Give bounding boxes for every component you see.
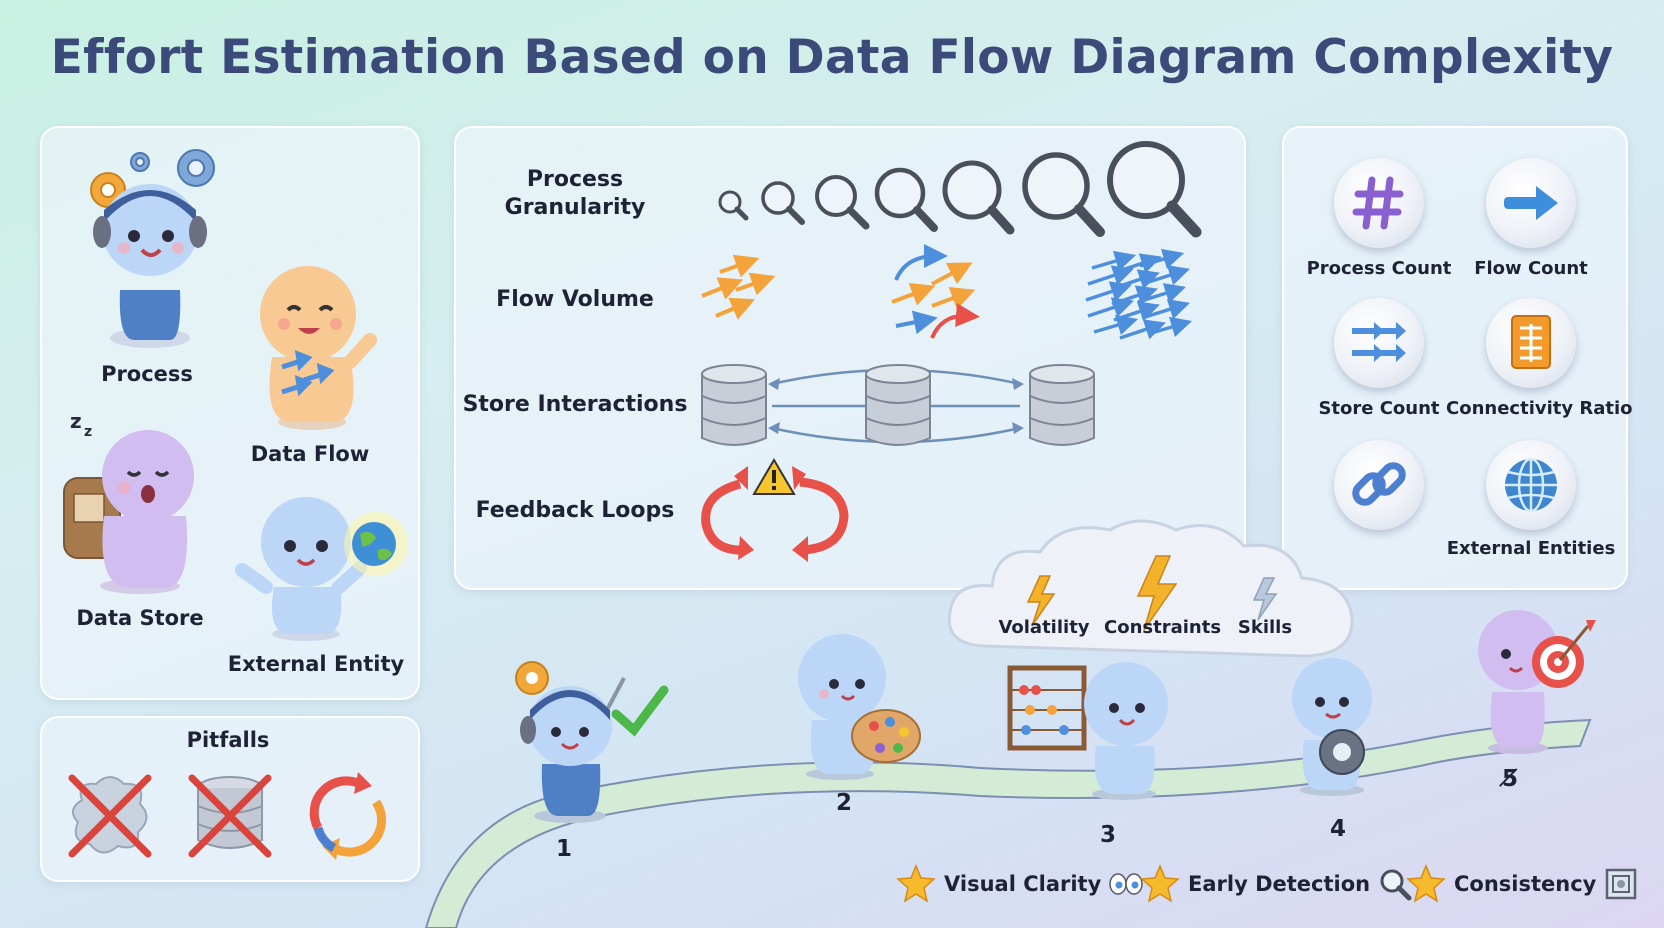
benefit-label: Visual Clarity bbox=[944, 872, 1102, 896]
external-entity-character bbox=[235, 497, 408, 641]
lightning-icon bbox=[1252, 577, 1278, 621]
step-2: 2 bbox=[836, 790, 853, 816]
step4-character bbox=[1292, 658, 1372, 796]
magnifier-icon bbox=[1380, 869, 1412, 901]
pitfall-cross-cloud-icon bbox=[68, 774, 152, 858]
database-icon bbox=[1029, 364, 1095, 446]
benefit-visual-clarity: Visual Clarity bbox=[896, 864, 1144, 904]
benefit-label: Consistency bbox=[1454, 872, 1597, 896]
page-title: Effort Estimation Based on Data Flow Dia… bbox=[50, 30, 1614, 85]
flow-volume-arrows bbox=[701, 244, 1193, 340]
globe-icon bbox=[352, 522, 396, 566]
globe-icon bbox=[1505, 457, 1557, 513]
constraints-label: Constraints bbox=[1104, 617, 1222, 638]
process-label: Process bbox=[101, 362, 193, 386]
process-granularity-label: Process Granularity bbox=[460, 166, 690, 222]
star-icon bbox=[1406, 864, 1446, 903]
benefit-label: Early Detection bbox=[1188, 872, 1371, 896]
benefit-consistency: Consistency bbox=[1406, 864, 1638, 904]
warning-icon bbox=[752, 458, 796, 495]
arrow-right-icon bbox=[1504, 186, 1558, 220]
step-3: 3 bbox=[1100, 822, 1117, 848]
external-entities-badge bbox=[1486, 440, 1576, 530]
process-character bbox=[90, 149, 215, 348]
flow-count-label: Flow Count bbox=[1474, 258, 1588, 279]
data-store-label: Data Store bbox=[76, 606, 204, 630]
volatility-label: Volatility bbox=[998, 617, 1090, 638]
abacus-icon bbox=[1007, 665, 1087, 751]
skills-label: Skills bbox=[1237, 617, 1293, 638]
pitfall-cross-database-icon bbox=[188, 774, 272, 858]
connectivity-ratio-label: Connectivity Ratio bbox=[1446, 398, 1633, 419]
external-entity-label: External Entity bbox=[227, 652, 405, 676]
lightning-icon bbox=[1136, 555, 1178, 631]
hash-icon bbox=[1352, 176, 1404, 230]
label-line2: Granularity bbox=[504, 195, 646, 220]
label-line1: Process bbox=[526, 167, 624, 192]
step5-character bbox=[1478, 610, 1596, 754]
feedback-loops-label: Feedback Loops bbox=[475, 498, 675, 523]
arrows-high-icon bbox=[1085, 248, 1193, 340]
store-interactions-diagram bbox=[701, 364, 1095, 446]
step3-character bbox=[1007, 662, 1168, 800]
chain-link-icon bbox=[1352, 462, 1406, 506]
document-icon bbox=[1511, 315, 1551, 369]
star-icon bbox=[1140, 864, 1180, 903]
magnifier-icon bbox=[1107, 141, 1202, 238]
arrows-low-icon bbox=[701, 254, 776, 320]
palette-icon bbox=[851, 709, 921, 763]
magnifier-icon bbox=[718, 190, 749, 221]
store-interactions-label: Store Interactions bbox=[462, 392, 688, 417]
magnifier-icon bbox=[942, 160, 1015, 235]
svg-text:z: z bbox=[84, 424, 92, 440]
eyes-icon bbox=[1109, 873, 1144, 895]
lightning-icon bbox=[1026, 575, 1056, 627]
pitfall-cycle-icon bbox=[309, 772, 387, 860]
star-icon bbox=[896, 864, 936, 903]
magnifier-icon bbox=[815, 175, 870, 230]
data-flow-character bbox=[260, 266, 377, 430]
factors-cloud bbox=[947, 519, 1354, 658]
step-1: 1 bbox=[556, 836, 573, 862]
gear-icon bbox=[1319, 729, 1365, 775]
database-icon bbox=[865, 364, 931, 446]
external-entities-label: External Entities bbox=[1446, 538, 1616, 559]
pitfalls-title: Pitfalls bbox=[186, 728, 270, 752]
target-icon bbox=[1532, 620, 1596, 688]
feedback-loops-icon bbox=[701, 458, 849, 562]
step2-character bbox=[798, 634, 921, 780]
step-5: 5̸ bbox=[1502, 766, 1519, 792]
process-count-label: Process Count bbox=[1306, 258, 1452, 279]
step1-character bbox=[515, 661, 669, 823]
process-count-badge bbox=[1334, 158, 1424, 248]
step-4: 4 bbox=[1330, 816, 1347, 842]
data-store-character: z z bbox=[63, 409, 194, 594]
gear-icon bbox=[515, 661, 549, 695]
store-count-label: Store Count bbox=[1318, 398, 1440, 419]
frame-icon bbox=[1606, 868, 1637, 900]
link-badge bbox=[1334, 440, 1424, 530]
magnifier-icon bbox=[1022, 152, 1105, 237]
arrows-icon bbox=[1352, 322, 1406, 362]
gear-icon bbox=[130, 149, 215, 187]
magnifier-icon bbox=[874, 167, 938, 232]
arrows-medium-icon bbox=[891, 244, 980, 339]
flow-volume-label: Flow Volume bbox=[496, 287, 654, 312]
connectivity-ratio-badge bbox=[1486, 298, 1576, 388]
database-icon bbox=[701, 364, 767, 446]
journey-path bbox=[424, 718, 1592, 928]
flow-count-badge bbox=[1486, 158, 1576, 248]
granularity-magnifiers bbox=[718, 141, 1202, 238]
store-count-badge bbox=[1334, 298, 1424, 388]
data-flow-label: Data Flow bbox=[250, 442, 370, 466]
magnifier-icon bbox=[761, 181, 805, 225]
benefit-early-detection: Early Detection bbox=[1140, 864, 1412, 904]
svg-text:z: z bbox=[70, 409, 82, 433]
